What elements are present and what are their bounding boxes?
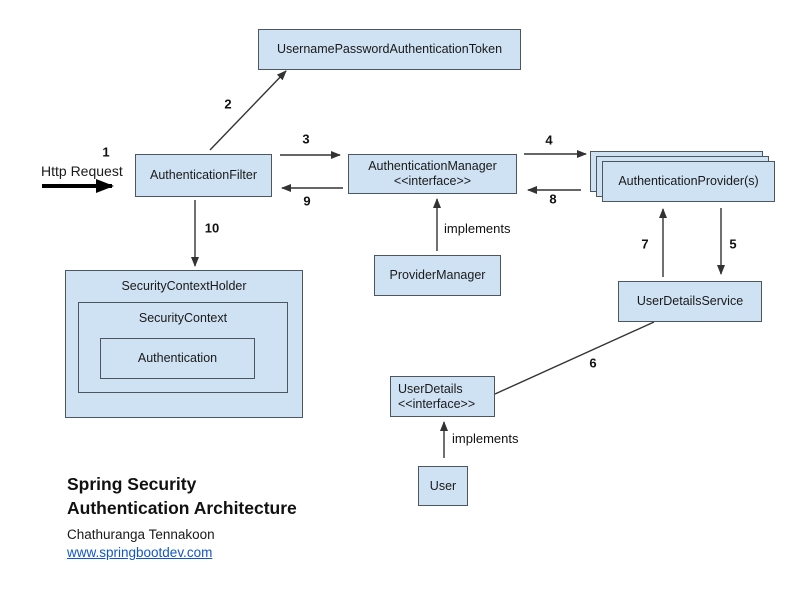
- step-label-2: 2: [224, 96, 232, 112]
- node-label-authentication-manager-stereotype: <<interface>>: [393, 174, 472, 188]
- step-label-10: 10: [204, 220, 220, 236]
- implements-label-provider-manager: implements: [444, 221, 511, 236]
- step-label-4: 4: [545, 132, 553, 148]
- node-label-token: UsernamePasswordAuthenticationToken: [276, 42, 503, 56]
- diagram-title: Spring Security Authentication Architect…: [67, 472, 297, 520]
- node-label-provider-manager: ProviderManager: [389, 268, 486, 282]
- node-authentication: Authentication: [100, 338, 255, 379]
- step-label-1: 1: [102, 144, 110, 160]
- diagram-title-line1: Spring Security: [67, 474, 197, 494]
- node-username-password-authentication-token: UsernamePasswordAuthenticationToken: [258, 29, 521, 70]
- node-label-user-details-service: UserDetailsService: [636, 294, 744, 308]
- step-label-3: 3: [302, 131, 310, 147]
- implements-label-user: implements: [452, 431, 519, 446]
- node-label-security-context: SecurityContext: [138, 311, 228, 325]
- node-label-authentication: Authentication: [137, 351, 218, 365]
- node-label-user: User: [429, 478, 457, 493]
- step-label-5: 5: [729, 236, 737, 252]
- node-label-user-details-stereotype: <<interface>>: [398, 396, 476, 411]
- step-label-6: 6: [589, 355, 597, 371]
- node-label-authentication-filter: AuthenticationFilter: [149, 168, 257, 182]
- diagram-title-line2: Authentication Architecture: [67, 498, 297, 518]
- step-label-7: 7: [641, 236, 649, 252]
- node-label-security-context-holder: SecurityContextHolder: [121, 279, 247, 293]
- node-authentication-manager: AuthenticationManager <<interface>>: [348, 154, 517, 194]
- node-user-details: UserDetails <<interface>>: [390, 376, 495, 417]
- line-step-6-service-to-user-details: [494, 321, 655, 395]
- node-label-authentication-manager: AuthenticationManager: [368, 159, 497, 173]
- node-provider-manager: ProviderManager: [374, 255, 501, 296]
- node-user: User: [418, 466, 468, 506]
- node-label-user-details: UserDetails: [398, 381, 463, 396]
- arrow-step-2-filter-to-token: [209, 70, 287, 151]
- node-authentication-filter: AuthenticationFilter: [135, 154, 272, 197]
- node-user-details-service: UserDetailsService: [618, 281, 762, 322]
- website-link[interactable]: www.springbootdev.com: [67, 545, 213, 560]
- node-authentication-providers: AuthenticationProvider(s): [602, 161, 775, 202]
- step-label-9: 9: [303, 193, 311, 209]
- http-request-label: Http Request: [41, 163, 123, 179]
- author-name: Chathuranga Tennakoon: [67, 527, 215, 542]
- step-label-8: 8: [549, 191, 557, 207]
- node-label-authentication-providers: AuthenticationProvider(s): [618, 174, 759, 188]
